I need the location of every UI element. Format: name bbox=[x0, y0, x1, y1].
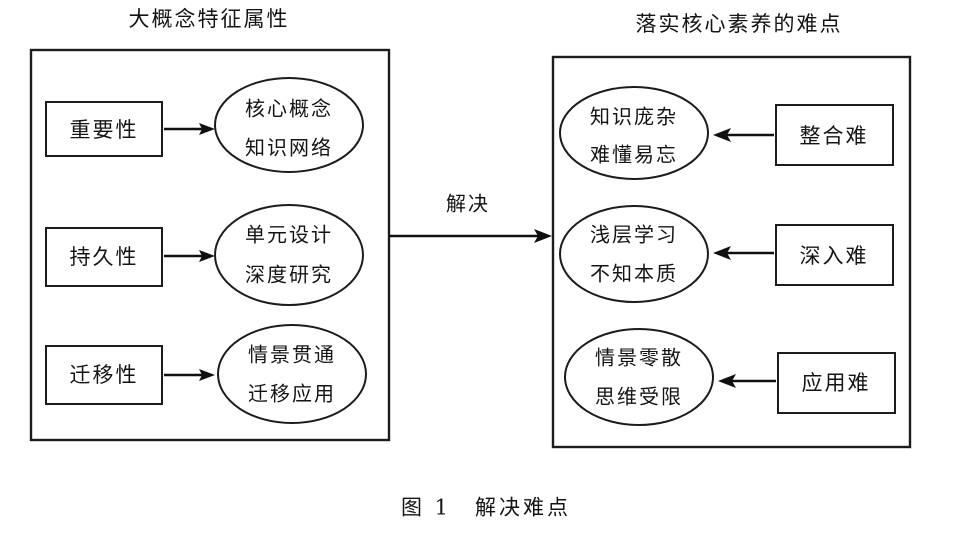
node-ellipse-right-1[interactable] bbox=[559, 86, 709, 180]
arrow-head-left-3 bbox=[199, 369, 215, 381]
arrow-head-left-1 bbox=[199, 123, 215, 135]
node-ellipse-label-left-1-line-1: 核心概念 bbox=[245, 96, 333, 121]
arrow-head-left-2 bbox=[199, 250, 215, 262]
node-box-left-2[interactable] bbox=[45, 227, 163, 287]
node-ellipse-left-1[interactable] bbox=[214, 77, 364, 173]
node-ellipse-label-right-1-line-1: 知识庞杂 bbox=[590, 104, 678, 129]
node-ellipse-label-left-3-line-1: 情景贯通 bbox=[248, 342, 336, 367]
panel-heading-big-concept-attributes: 大概念特征属性 bbox=[128, 7, 290, 31]
node-box-left-1[interactable] bbox=[45, 101, 163, 157]
node-box-right-2[interactable] bbox=[775, 224, 894, 286]
node-ellipse-right-3[interactable] bbox=[564, 328, 714, 426]
node-box-label-left-2: 持久性 bbox=[69, 245, 139, 269]
arrow-head-right-3 bbox=[718, 374, 736, 388]
node-ellipse-label-right-2-line-2: 不知本质 bbox=[590, 261, 678, 286]
arrow-head-right-1 bbox=[713, 128, 731, 142]
node-ellipse-label-left-3-line-2: 迁移应用 bbox=[248, 381, 336, 406]
node-box-left-3[interactable] bbox=[45, 345, 163, 405]
node-box-label-left-1: 重要性 bbox=[69, 118, 139, 142]
node-box-label-right-1: 整合难 bbox=[799, 124, 869, 148]
connector-arrow-head bbox=[534, 229, 552, 243]
node-box-right-3[interactable] bbox=[777, 352, 896, 414]
node-ellipse-label-left-1-line-2: 知识网络 bbox=[245, 135, 333, 160]
node-ellipse-label-right-2-line-1: 浅层学习 bbox=[590, 222, 678, 247]
node-box-label-right-2: 深入难 bbox=[799, 244, 869, 268]
node-ellipse-label-right-1-line-2: 难懂易忘 bbox=[590, 142, 678, 167]
node-ellipse-label-left-2-line-1: 单元设计 bbox=[245, 222, 333, 247]
node-ellipse-right-2[interactable] bbox=[559, 205, 709, 303]
node-ellipse-label-right-3-line-1: 情景零散 bbox=[595, 345, 683, 370]
node-box-label-right-3: 应用难 bbox=[801, 371, 871, 395]
figure-caption: 图 1 解决难点 bbox=[400, 495, 572, 520]
panel-heading-core-literacy-difficulties: 落实核心素养的难点 bbox=[635, 12, 843, 36]
node-ellipse-left-2[interactable] bbox=[214, 204, 364, 306]
connector-label: 解决 bbox=[446, 191, 490, 216]
node-ellipse-label-left-2-line-2: 深度研究 bbox=[245, 262, 333, 287]
arrow-head-right-2 bbox=[713, 246, 731, 260]
node-ellipse-label-right-3-line-2: 思维受限 bbox=[595, 384, 683, 409]
node-box-label-left-3: 迁移性 bbox=[69, 363, 139, 387]
node-ellipse-left-3[interactable] bbox=[217, 324, 367, 424]
node-box-right-1[interactable] bbox=[775, 104, 894, 166]
